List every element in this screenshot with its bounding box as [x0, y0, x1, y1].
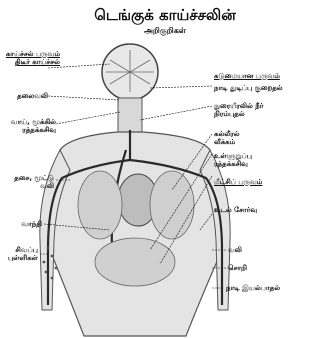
label-pain: வலி — [228, 246, 326, 254]
label-muscle-pain: தசை, மூட்டுவலி — [0, 174, 54, 190]
label-pulse-normal: நாடி இயல்பாதல் — [226, 284, 326, 292]
label-rash: சொறி — [228, 264, 326, 272]
neck-outline — [118, 98, 142, 134]
label-fever-phase: காய்ச்சல் பருவம்திடீர் காய்ச்சல் — [0, 50, 60, 66]
right-lung — [150, 171, 194, 239]
label-fatigue: உடல் சோர்வு — [214, 206, 326, 214]
label-headache: தலைவலி — [0, 92, 48, 100]
label-pulse-low: நாடி துடிப்பு குறைதல் — [214, 84, 326, 92]
label-nose-bleed: வாய், மூக்கில்ரத்தக்கசிவு — [0, 118, 56, 134]
label-recovery-phase: மீட்சிப் பருவம் — [214, 178, 326, 186]
left-lung — [78, 171, 122, 239]
label-vomiting: வாந்தி — [0, 220, 42, 228]
label-liver-swelling: கல்லீரல்வீக்கம் — [214, 130, 326, 146]
torso-outline — [50, 132, 222, 336]
abdomen-organs — [95, 238, 175, 286]
label-critical-phase: கடுமையான பருவம் — [214, 72, 326, 80]
label-internal-bleeding: உள்ளுறுப்புரத்தக்கசிவு — [214, 152, 326, 168]
label-lung-fluid: நுரையீரலில் நீர்நிரம்புதல் — [214, 102, 326, 118]
label-red-spots: சிவப்புபுள்ளிகள் — [0, 246, 38, 262]
